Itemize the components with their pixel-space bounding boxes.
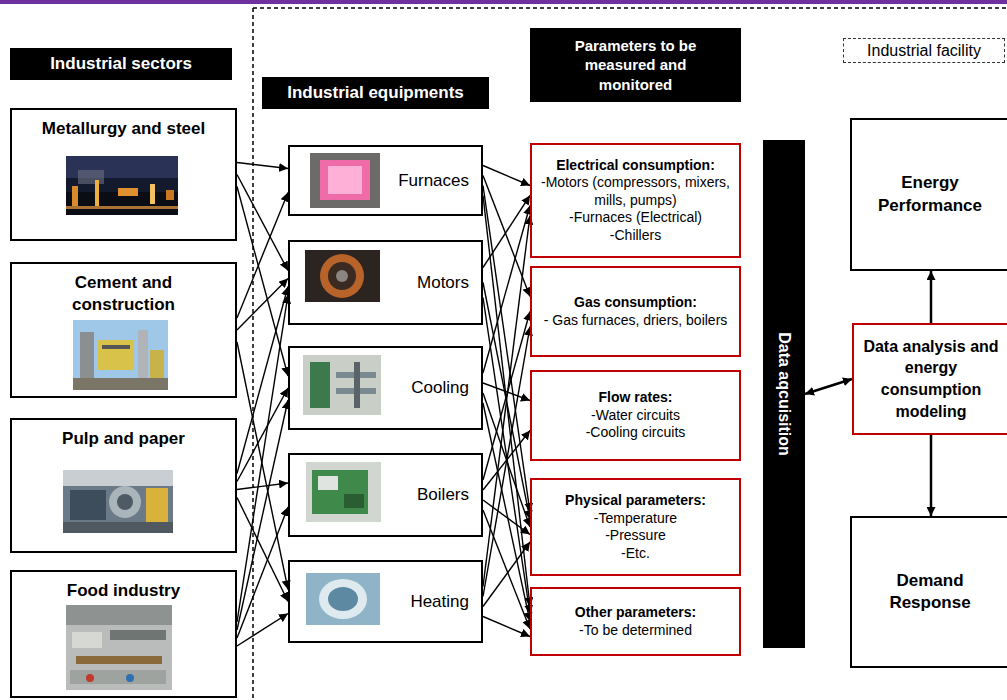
parameter-box: Gas consumption:- Gas furnaces, driers, … [530, 266, 741, 357]
arrow-connector [483, 196, 530, 607]
facility-boundary [253, 7, 1007, 9]
box-title: Electrical consumption: [556, 157, 715, 175]
header-box: Industrial equipments [262, 77, 489, 109]
box-title: Other parameters: [575, 604, 696, 622]
box-title: Industrial equipments [287, 83, 464, 103]
sector-box: Food industry [10, 570, 237, 698]
arrow-connector [483, 206, 530, 374]
facility-label-box: Industrial facility [843, 38, 1005, 63]
equipment-box: Furnaces [288, 145, 483, 216]
box-title: Furnaces [398, 171, 469, 191]
box-item: -Etc. [621, 545, 650, 563]
equipment-box: Boilers [288, 453, 483, 537]
arrow-connector [483, 403, 530, 622]
arrow-connector [930, 435, 933, 516]
result-box: Demand Response [850, 516, 1007, 668]
sector-box: Cement and construction [10, 262, 237, 398]
arrow-connector [237, 287, 288, 474]
parameter-box: Flow rates:-Water circuits-Cooling circu… [530, 370, 741, 461]
analysis-box: Data analysis and energy consumption mod… [852, 323, 1007, 435]
box-item: -Chillers [610, 227, 661, 245]
boiler-photo [306, 462, 381, 522]
box-item: -Furnaces (Electrical) [569, 209, 702, 227]
arrow-connector [483, 298, 530, 615]
box-title: Motors [417, 273, 469, 293]
arrow-connector [483, 327, 530, 597]
box-item: -To be determined [579, 622, 692, 640]
box-item: -Temperature [594, 510, 677, 528]
arrow-connector [483, 617, 530, 637]
box-item: - Gas furnaces, driers, boilers [544, 312, 728, 330]
box-item: -Cooling circuits [586, 424, 686, 442]
arrow-connector [805, 379, 852, 394]
acquisition-bar: Data aqcuisition [763, 140, 805, 648]
paper-mill-photo [63, 470, 173, 533]
box-title: Metallurgy and steel [42, 118, 205, 140]
equipment-box: Heating [288, 560, 483, 643]
arrow-connector [237, 163, 288, 169]
equipment-box: Cooling [288, 346, 483, 430]
box-title: Cooling [411, 378, 469, 398]
result-box: Energy Performance [850, 118, 1007, 271]
box-item: -Motors (compressors, mixers, mills, pum… [538, 174, 733, 209]
box-item: -Water circuits [591, 407, 680, 425]
arrow-connector [237, 483, 288, 490]
arrow-connector [483, 166, 530, 186]
sector-box: Metallurgy and steel [10, 108, 237, 241]
box-title: Flow rates: [599, 389, 673, 407]
top-bar [0, 0, 1007, 4]
box-title: Boilers [417, 485, 469, 505]
box-title: Parameters to be measured and monitored [556, 36, 716, 95]
box-item: -Pressure [605, 527, 666, 545]
box-title: Energy Performance [860, 172, 1000, 216]
equipment-box: Motors [288, 240, 483, 325]
box-title: Data aqcuisition [775, 332, 793, 456]
motor-photo [305, 250, 380, 302]
arrow-connector [483, 542, 530, 607]
box-title: Gas consumption: [574, 294, 697, 312]
box-title: Industrial facility [867, 42, 981, 60]
cooling-photo [303, 355, 381, 415]
box-title: Demand Response [860, 570, 1000, 614]
box-title: Data analysis and energy consumption mod… [862, 336, 1000, 422]
box-title: Food industry [67, 580, 180, 602]
box-title: Cement and construction [29, 272, 219, 316]
sector-box: Pulp and paper [10, 418, 237, 553]
furnace-photo [310, 153, 380, 208]
arrow-connector [930, 271, 933, 323]
arrow-connector [237, 400, 288, 630]
box-title: Industrial sectors [50, 54, 192, 74]
heating-photo [306, 573, 380, 625]
box-title: Pulp and paper [62, 428, 185, 450]
cement-plant-photo [73, 320, 168, 390]
food-factory-photo [66, 605, 172, 690]
box-title: Physical parameters: [565, 492, 706, 510]
parameter-box: Electrical consumption:-Motors (compress… [530, 143, 741, 258]
steel-plant-photo [66, 156, 178, 215]
arrow-connector [483, 216, 530, 587]
header-box: Industrial sectors [10, 48, 232, 80]
box-title: Heating [410, 592, 469, 612]
parameter-box: Physical parameters:-Temperature-Pressur… [530, 478, 741, 576]
parameter-box: Other parameters:-To be determined [530, 587, 741, 656]
arrow-connector [237, 614, 288, 647]
header-box: Parameters to be measured and monitored [530, 28, 741, 102]
arrow-connector [237, 193, 288, 319]
arrow-connector [237, 279, 288, 331]
